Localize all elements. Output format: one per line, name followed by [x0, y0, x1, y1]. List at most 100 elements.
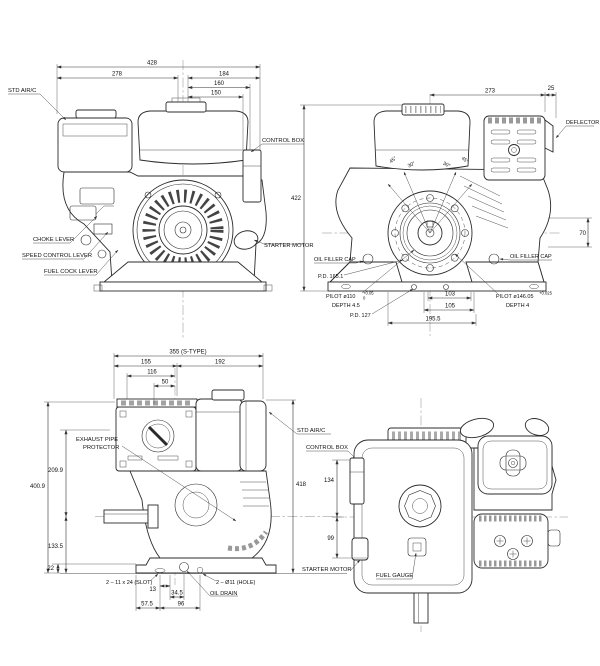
mount-hole	[196, 566, 204, 574]
label-speed-control-lever: SPEED CONTROL LEVER	[22, 253, 92, 259]
panel-bolt	[185, 410, 193, 418]
oil-filler-cap-right	[488, 253, 500, 265]
dim-184: 184	[219, 72, 230, 78]
base-bolt	[443, 284, 449, 290]
deflector	[544, 119, 554, 153]
air-cleaner-cap	[75, 109, 117, 119]
label-hole: 2 – Ø11 (HOLE)	[216, 580, 255, 586]
control-box	[242, 149, 262, 203]
hub-bolt	[179, 226, 187, 234]
label-oil-filler-cap-right: OIL FILLER CAP	[510, 254, 552, 260]
recoil-ring	[163, 210, 203, 250]
dim-105: 105	[445, 304, 456, 310]
dim-345: 34.5	[171, 591, 183, 597]
dim-25: 25	[548, 86, 555, 92]
starter-motor-top	[351, 537, 369, 561]
base-plate	[327, 281, 547, 292]
exhaust-protector-mesh	[227, 530, 269, 552]
air-cleaner-cover	[477, 435, 553, 495]
control-panel	[115, 406, 197, 472]
dim-575: 57.5	[141, 602, 153, 608]
air-cleaner	[57, 117, 133, 173]
label-fuel-cock-lever: FUEL COCK LEVER	[44, 269, 98, 275]
leader-oil-drain	[186, 570, 238, 597]
panel-plate	[157, 455, 179, 461]
label-oil-filler-cap-left: OIL FILLER CAP	[314, 257, 356, 263]
dim-428: 428	[147, 61, 158, 67]
leader-slot	[149, 573, 159, 582]
pilot-146-tol: +0.025	[539, 291, 553, 296]
leader-control-box-bottom	[306, 450, 357, 460]
fuel-gauge-window	[412, 542, 422, 552]
filler-cap-octagon	[404, 490, 436, 522]
fuel-cap	[401, 103, 445, 116]
label-oil-drain: OIL DRAIN	[210, 591, 237, 597]
label-choke-lever: CHOKE LEVER	[33, 237, 74, 243]
spark-plug-cap	[459, 417, 495, 439]
label-std-airc-bottom: STD AIR/C	[297, 428, 325, 434]
leader-std-airc-bottom	[268, 411, 331, 435]
base-foot	[93, 284, 103, 292]
fuel-cap	[211, 389, 245, 401]
choke-knob	[147, 425, 169, 447]
dim-150: 150	[211, 91, 222, 97]
carburetor	[79, 187, 115, 205]
leader-std-airc	[8, 93, 67, 121]
dim-50: 50	[162, 380, 169, 386]
cylinder-fins	[240, 481, 269, 507]
label-deflector: DEFLECTOR	[566, 120, 599, 126]
shaft-center	[425, 228, 435, 238]
label-control-box: CONTROL BOX	[262, 138, 304, 144]
dim-4009: 400.9	[30, 484, 46, 490]
base-slot	[529, 284, 539, 289]
label-pilot-146: PILOT ø146.05	[496, 294, 534, 300]
pilot-110-tol-hi: +0.05	[363, 291, 374, 296]
label-exhaust-line2: PROTECTOR	[83, 445, 119, 451]
angle-45-left: 45°	[389, 156, 399, 165]
pilot-110-tol-lo: 0	[363, 296, 366, 301]
dim-355: 355 (S-TYPE)	[169, 350, 206, 356]
fuel-cap-top	[171, 97, 201, 103]
choke-dial	[141, 419, 175, 453]
label-depth-4: DEPTH 4	[506, 303, 529, 309]
angle-30-left: 30°	[407, 161, 416, 170]
speed-control-bracket	[69, 205, 97, 221]
label-exhaust-line1: EXHAUST PIPE	[76, 437, 118, 443]
dim-70: 70	[579, 231, 586, 237]
cooling-slots	[142, 189, 224, 271]
fuel-tank	[137, 110, 249, 165]
filler-cap-center	[412, 498, 428, 514]
air-cleaner-band	[62, 123, 128, 137]
pto-shaft	[103, 509, 149, 524]
dim-134: 134	[324, 478, 335, 484]
leader-pd-127	[371, 288, 414, 315]
view-pto-elevation: 45° 30° 30° 45° 273 25 422 70 103 105	[291, 86, 599, 336]
dim-160: 160	[214, 81, 225, 87]
recoil-hub	[158, 205, 208, 255]
fuel-cock	[80, 234, 92, 246]
label-starter-motor-bottom: STARTER MOTOR	[302, 567, 352, 573]
base-bolt	[411, 284, 417, 290]
dim-1335: 133.5	[48, 544, 64, 550]
dim-278: 278	[112, 72, 123, 78]
leader-control-box	[250, 143, 304, 153]
panel-bolt	[119, 410, 127, 418]
label-control-box-bottom: CONTROL BOX	[306, 445, 348, 451]
base	[135, 557, 277, 574]
carb-cover-inner	[182, 491, 210, 519]
pto-shaft-top	[413, 592, 429, 624]
fuel-tank-inner	[361, 447, 465, 586]
pto-angle-arrows: 45° 30° 30° 45°	[387, 156, 473, 234]
dim-96: 96	[178, 602, 185, 608]
base-plate	[99, 281, 267, 292]
view-plan-top: 134 99 STARTER MOTOR FUEL GAUGE	[302, 398, 568, 632]
panel-bolt	[119, 460, 127, 468]
leader-fuel-cock-lever	[44, 249, 119, 276]
dim-273: 273	[485, 89, 496, 95]
oil-filler-cap-left	[362, 253, 374, 265]
leader-oil-filler-left	[314, 260, 364, 264]
filler-neck	[398, 484, 442, 528]
recoil-screws	[494, 535, 533, 560]
